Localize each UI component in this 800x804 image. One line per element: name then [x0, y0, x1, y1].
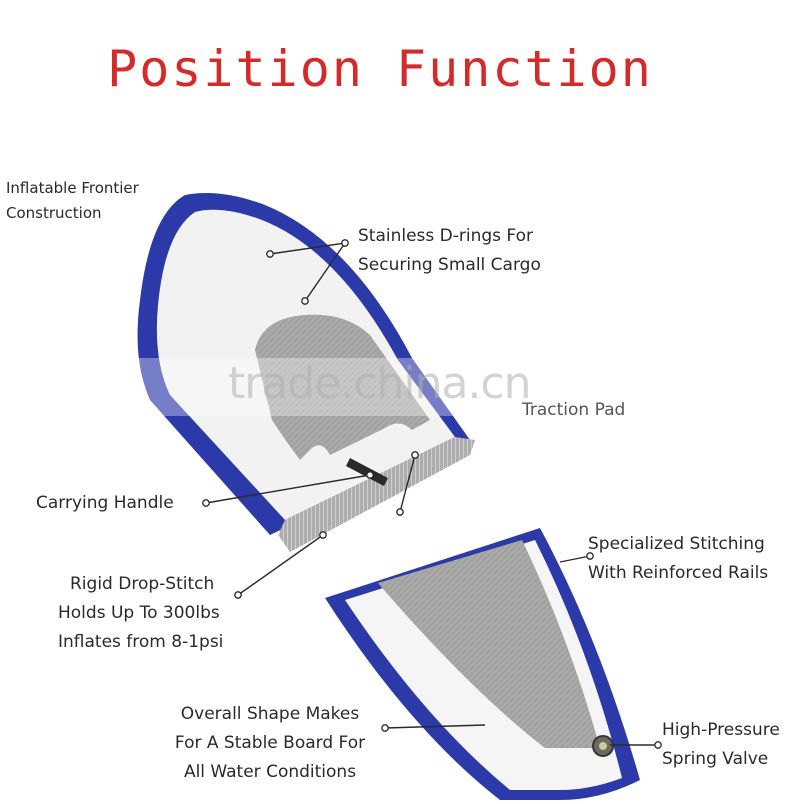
leader-lines	[205, 242, 658, 746]
label-traction-pad: Traction Pad	[522, 400, 626, 420]
traction-pad-rear	[378, 540, 600, 748]
leader-drop-stitch	[237, 534, 324, 596]
leader-stitching	[559, 555, 591, 563]
label-valve: High-Pressure Spring Valve	[662, 720, 780, 769]
nose-section	[137, 192, 475, 552]
leader-dots	[202, 239, 662, 749]
drop-stitch-edge	[278, 437, 475, 552]
label-shape: Overall Shape Makes For A Stable Board F…	[174, 704, 366, 782]
label-stitching: Specialized Stitching With Reinforced Ra…	[588, 534, 769, 583]
carrying-handle	[346, 458, 388, 486]
watermark: trade.china.cn	[228, 358, 532, 409]
traction-pad-front	[255, 314, 430, 460]
page-title: Position Function	[107, 40, 653, 98]
label-construction: Inflatable Frontier Construction	[6, 179, 139, 222]
leader-handle	[205, 474, 371, 504]
watermark-band	[0, 358, 800, 416]
leader-drop-stitch-2	[399, 454, 416, 513]
tail-section	[325, 528, 640, 800]
label-drop-stitch: Rigid Drop-Stitch Holds Up To 300lbs Inf…	[58, 574, 224, 652]
label-d-rings: Stainless D-rings For Securing Small Car…	[358, 226, 541, 275]
leader-shape	[384, 724, 486, 729]
label-carrying-handle: Carrying Handle	[36, 493, 174, 513]
